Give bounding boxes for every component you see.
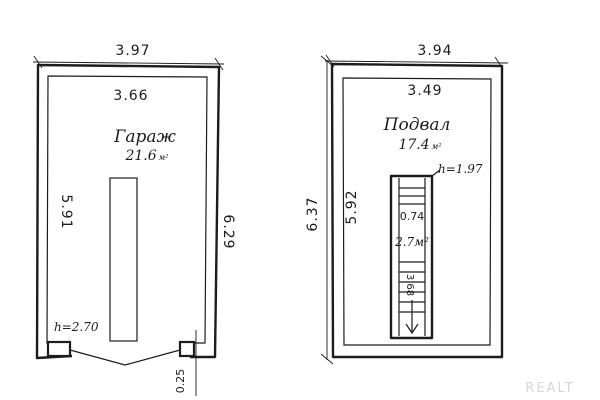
basement-name: Подвал: [383, 115, 451, 135]
garage-area-value: 21.6: [124, 148, 156, 164]
garage-top-dimension-line: [32, 61, 225, 65]
stair-arrow-head: [405, 323, 419, 335]
basement-top-dimension-line: [324, 60, 509, 64]
basement-height: h=1.97: [438, 162, 483, 176]
basement-inner-length: 5.92: [344, 189, 360, 224]
tick-mark: [320, 55, 334, 67]
tick-mark: [325, 54, 335, 68]
garage-outer-length: 6.29: [220, 214, 236, 249]
garage-gate-right-pier: [178, 340, 196, 358]
garage-area-unit: м²: [159, 153, 169, 162]
tick-mark: [214, 57, 224, 71]
watermark-logo: REALT: [525, 381, 575, 396]
tick-mark: [494, 56, 504, 70]
garage-outer-width: 3.97: [115, 43, 150, 59]
garage-name: Гараж: [113, 127, 176, 147]
tick-mark: [320, 353, 334, 365]
garage-gate-left-pier: [46, 340, 72, 358]
garage-gate-depth: 0.25: [174, 369, 187, 394]
stair-area: 2.7м²: [394, 235, 429, 249]
height-leader-line: [431, 169, 441, 177]
basement-outer-length: 6.37: [305, 196, 321, 231]
basement-staircase: [389, 169, 441, 340]
tick-mark: [33, 55, 43, 69]
garage-pit: [109, 177, 138, 342]
basement-inner-wall: [342, 77, 492, 346]
basement-area-value: 17.4: [398, 137, 429, 153]
basement-outer-wall: [330, 62, 504, 359]
garage-gate-line: [69, 349, 181, 366]
garage-inner-length: 5.91: [58, 194, 74, 229]
garage-height: h=2.70: [54, 320, 99, 334]
stair-length: 3.68: [404, 274, 415, 296]
staircase-outline: [389, 174, 434, 340]
garage-outer-wall: [35, 63, 221, 360]
basement-area-unit: м²: [432, 142, 442, 151]
garage-inner-width: 3.66: [113, 88, 148, 104]
basement-outer-width: 3.94: [417, 43, 452, 59]
stair-width: 0.74: [400, 210, 425, 223]
basement-inner-width: 3.49: [407, 83, 442, 99]
